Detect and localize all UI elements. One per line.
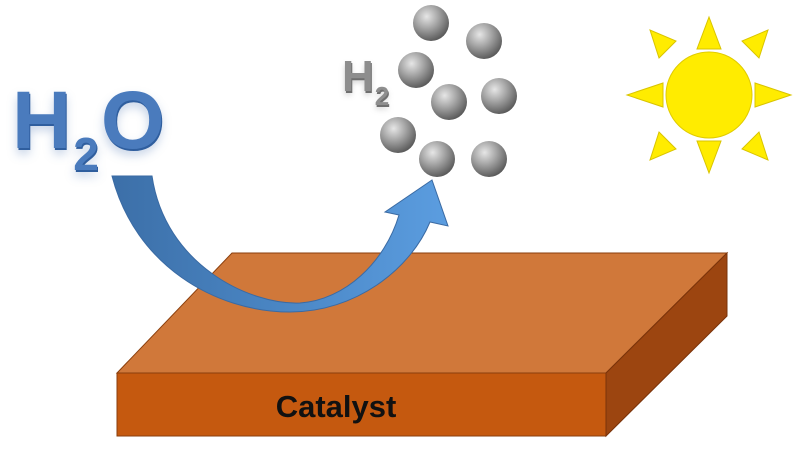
sun-icon bbox=[625, 15, 793, 175]
catalyst-slab bbox=[115, 251, 729, 438]
hydrogen-molecule-icon bbox=[471, 141, 507, 177]
hydrogen-molecule-icon bbox=[419, 141, 455, 177]
hydrogen-formula-h: H bbox=[342, 52, 374, 101]
water-formula-h: H bbox=[12, 75, 72, 166]
catalyst-label: Catalyst bbox=[275, 389, 397, 424]
hydrogen-molecule-icon bbox=[398, 52, 434, 88]
sun-disc bbox=[665, 51, 753, 139]
hydrogen-formula: H2 bbox=[342, 52, 389, 112]
hydrogen-molecule-icon bbox=[466, 23, 502, 59]
hydrogen-formula-subscript: 2 bbox=[374, 81, 390, 111]
water-formula: H2O bbox=[12, 80, 165, 181]
water-formula-subscript: 2 bbox=[73, 128, 99, 180]
catalyst-side-face bbox=[605, 251, 728, 438]
hydrogen-molecule-icon bbox=[380, 117, 416, 153]
hydrogen-molecule-icon bbox=[431, 84, 467, 120]
hydrogen-molecule-icon bbox=[413, 5, 449, 41]
curved-arrow-icon bbox=[111, 175, 449, 313]
hydrogen-molecules bbox=[380, 5, 517, 177]
sun-rays bbox=[625, 15, 793, 175]
water-formula-o: O bbox=[100, 75, 165, 166]
hydrogen-molecule-icon bbox=[481, 78, 517, 114]
